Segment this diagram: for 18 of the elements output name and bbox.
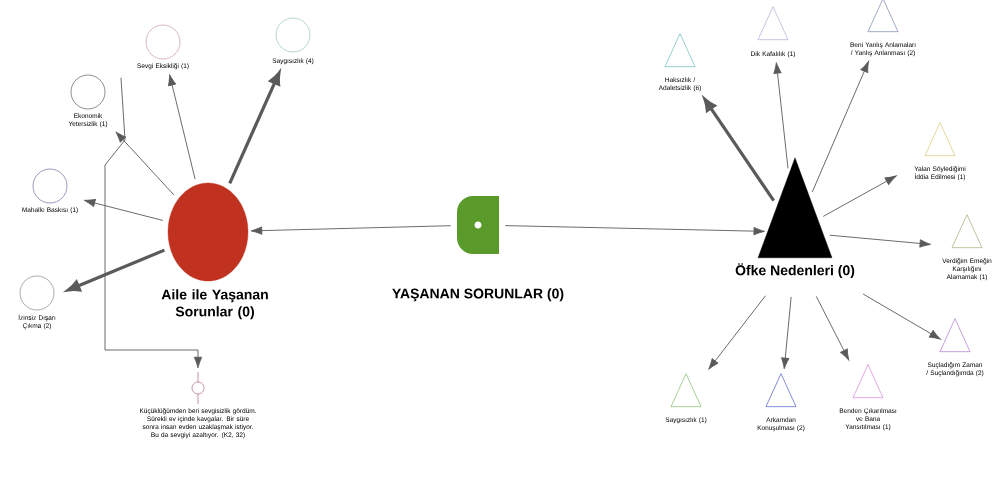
node-title: Aile ile Yaşanan Sorunlar (0) [161, 289, 268, 320]
arrow [708, 295, 766, 370]
arrow [83, 198, 164, 221]
arrow [228, 71, 281, 184]
arrow [822, 175, 897, 217]
arrow [829, 234, 932, 248]
arrow [115, 131, 175, 196]
arrow [781, 296, 792, 370]
arrow [815, 295, 850, 361]
arrow [811, 61, 869, 193]
arrow [773, 62, 789, 169]
arrow [862, 293, 941, 340]
node-title: Öfke Nedenleri (0) [735, 263, 855, 279]
arrow [104, 77, 203, 369]
arrow [168, 74, 196, 180]
node-title: YAŞANAN SORUNLAR (0) [392, 288, 564, 302]
arrow [250, 225, 452, 235]
arrow [504, 225, 765, 236]
